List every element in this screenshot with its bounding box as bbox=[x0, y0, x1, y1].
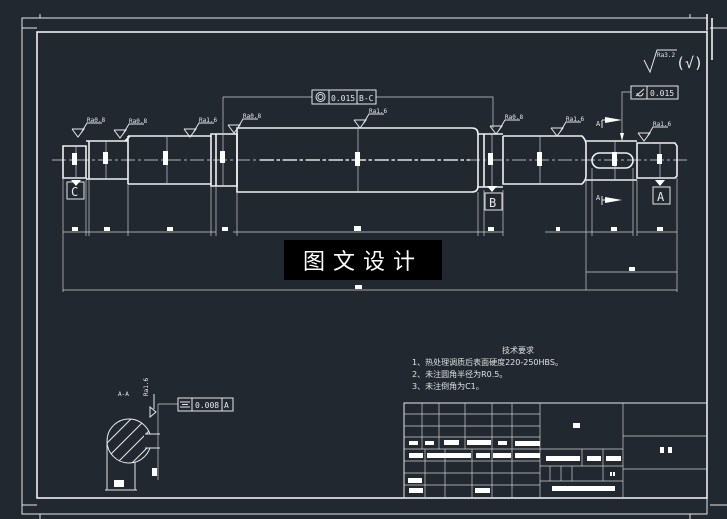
shaft-outline bbox=[62, 127, 678, 193]
datum-c-label: C bbox=[71, 185, 78, 199]
svg-text:A: A bbox=[596, 194, 601, 202]
svg-text:Ra0.8: Ra0.8 bbox=[243, 113, 261, 120]
svg-text:Ra0.8: Ra0.8 bbox=[87, 117, 105, 124]
requirement-item: 1、热处理调质后表面硬度220-250HBS。 bbox=[412, 358, 563, 367]
svg-text:Ra1.6: Ra1.6 bbox=[653, 121, 671, 128]
runout-tolerance-frame: 0.015 bbox=[620, 85, 679, 141]
technical-requirements: 技术要求 1、热处理调质后表面硬度220-250HBS。 2、未注圆角半径为R0… bbox=[412, 345, 563, 393]
diameter-text-marks bbox=[72, 151, 662, 166]
svg-text:A: A bbox=[224, 401, 229, 410]
symmetry-tolerance-frame bbox=[177, 397, 234, 412]
corner-marks bbox=[22, 14, 727, 519]
svg-text:Ra3.2: Ra3.2 bbox=[657, 52, 675, 59]
svg-text:Ra1.6: Ra1.6 bbox=[143, 378, 150, 396]
coaxiality-icon bbox=[315, 92, 326, 102]
svg-text:A-A: A-A bbox=[118, 391, 129, 398]
svg-text:(√): (√) bbox=[676, 54, 703, 72]
technical-requirements-title: 技术要求 bbox=[502, 346, 534, 355]
requirement-item: 3、未注倒角为C1。 bbox=[412, 382, 484, 391]
dimension-values bbox=[72, 226, 663, 289]
watermark: 图文设计 bbox=[284, 240, 442, 280]
datum-a-box bbox=[652, 186, 671, 205]
svg-text:0.015: 0.015 bbox=[331, 94, 355, 103]
dimension-lines bbox=[63, 231, 677, 291]
svg-text:Ra0.8: Ra0.8 bbox=[505, 114, 523, 121]
roughness-symbols: Ra0.8 Ra0.8 Ra1.6 Ra0.8 Ra1.6 Ra0.8 Ra1.… bbox=[71, 108, 671, 419]
title-block bbox=[403, 402, 708, 499]
datum-a-label: A bbox=[657, 190, 665, 204]
requirement-item: 2、未注圆角半径为R0.5。 bbox=[412, 370, 508, 379]
svg-text:0.008: 0.008 bbox=[195, 401, 219, 410]
extension-lines bbox=[62, 168, 678, 292]
general-roughness-symbol: Ra3.2 (√) bbox=[643, 49, 703, 74]
cylindricity-icon bbox=[635, 88, 645, 97]
svg-text:Ra1.6: Ra1.6 bbox=[369, 108, 387, 115]
svg-text:B-C: B-C bbox=[359, 94, 374, 103]
svg-text:Ra1.6: Ra1.6 bbox=[566, 116, 584, 123]
svg-text:A: A bbox=[596, 120, 601, 128]
svg-text:0.015: 0.015 bbox=[650, 89, 674, 98]
datum-b-box bbox=[484, 192, 503, 211]
svg-text:Ra1.6: Ra1.6 bbox=[199, 117, 217, 124]
symmetry-icon bbox=[180, 398, 223, 411]
inner-border bbox=[36, 31, 708, 499]
svg-text:Ra0.8: Ra0.8 bbox=[129, 118, 147, 125]
datum-b-label: B bbox=[489, 196, 496, 210]
coaxiality-tolerance-frame: 0.015 B-C bbox=[222, 89, 494, 134]
border-tick bbox=[706, 14, 713, 60]
section-view-a-a: A-A 0.008 A bbox=[105, 391, 234, 491]
